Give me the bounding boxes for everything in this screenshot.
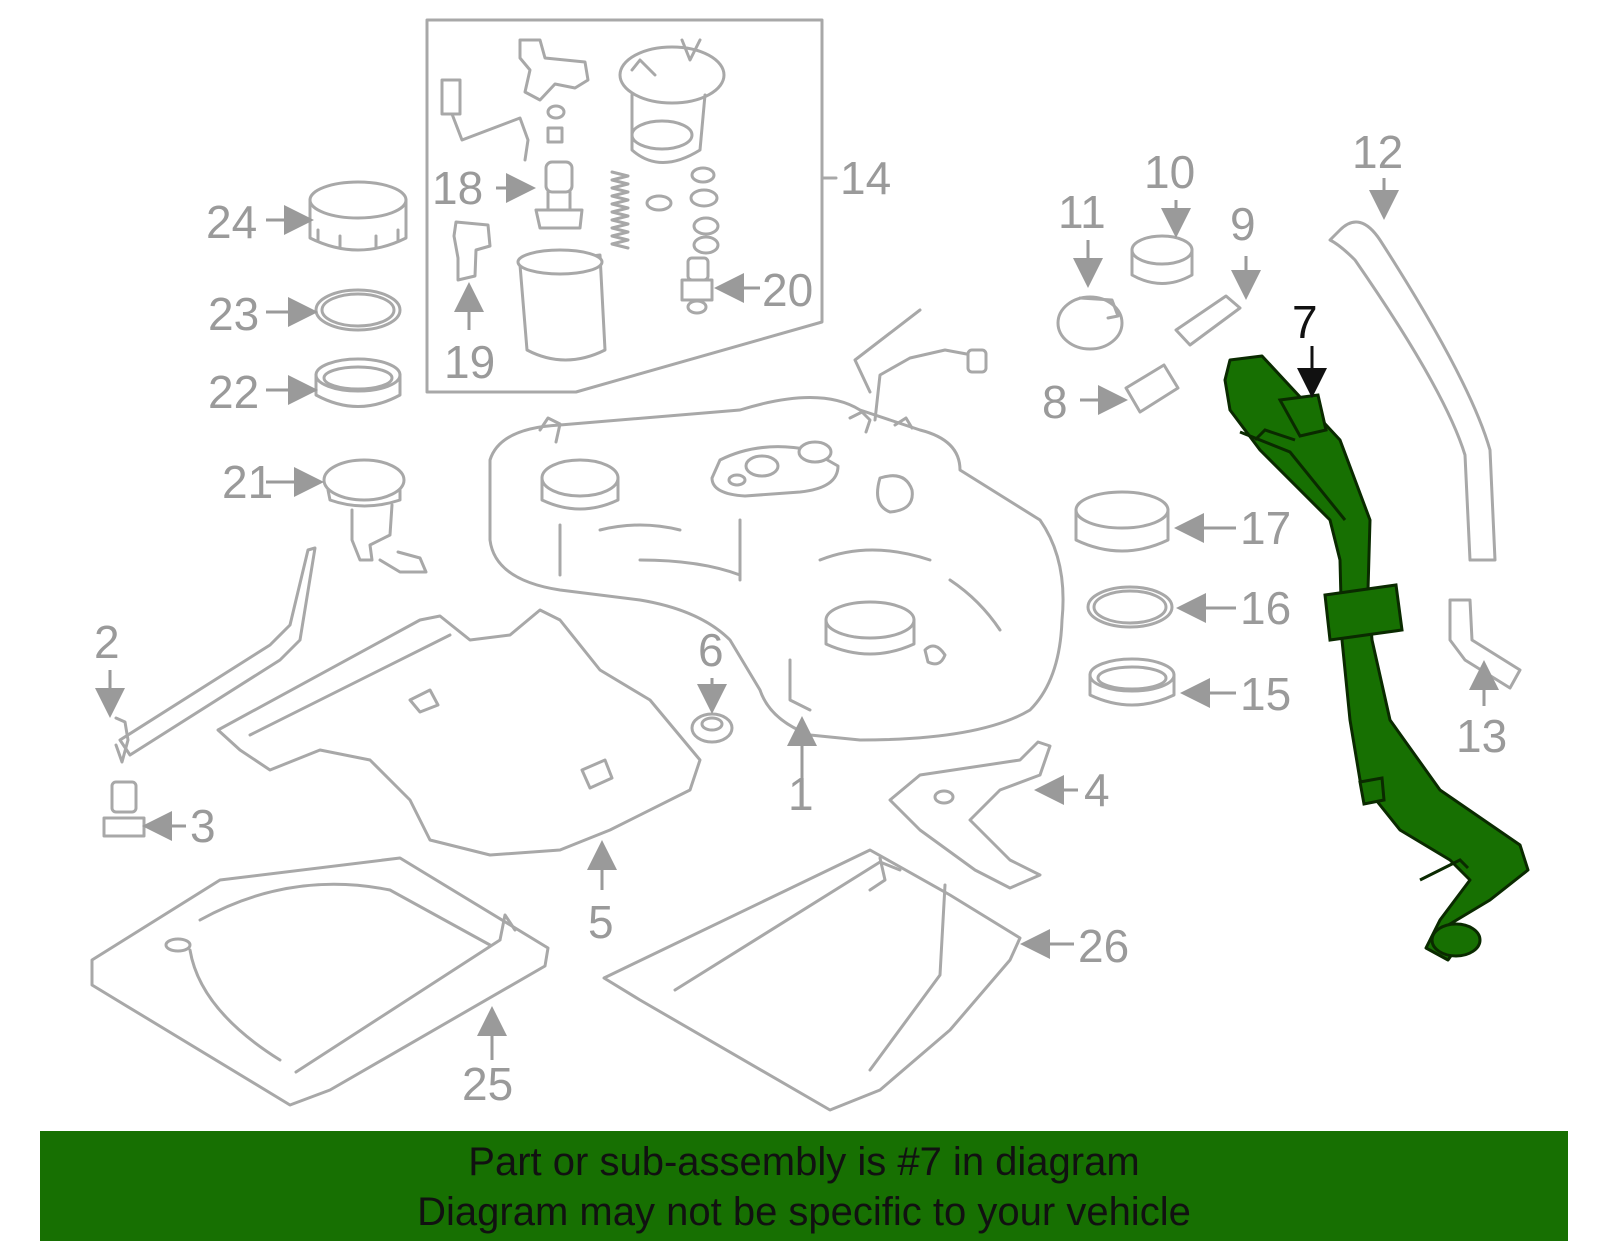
gasket-23 xyxy=(314,288,402,332)
grommet-6 xyxy=(690,712,734,744)
callout-18: 18 xyxy=(432,162,483,214)
skid-plate-26 xyxy=(602,848,1022,1112)
fuel-pump-18 xyxy=(534,160,584,230)
regulator-20 xyxy=(680,256,714,315)
callout-6: 6 xyxy=(698,624,724,676)
lock-ring-24 xyxy=(308,180,408,252)
seal-15 xyxy=(1088,657,1176,707)
callout-23: 23 xyxy=(208,288,259,340)
callout-2: 2 xyxy=(94,616,120,668)
callout-25: 25 xyxy=(462,1058,513,1110)
leader-arrows xyxy=(95,173,1499,1060)
callout-12: 12 xyxy=(1352,126,1403,178)
callout-26: 26 xyxy=(1078,920,1129,972)
clip-19 xyxy=(452,220,492,282)
sender-21 xyxy=(322,458,428,574)
bolt-3 xyxy=(102,780,146,838)
hose-12 xyxy=(1328,220,1497,562)
callout-10: 10 xyxy=(1144,146,1195,198)
fuel-tank xyxy=(488,396,1065,742)
seal-22 xyxy=(314,357,402,408)
skid-plate-25 xyxy=(90,856,550,1107)
clamp-11 xyxy=(1056,295,1124,351)
harness xyxy=(440,78,530,162)
info-banner: Part or sub-assembly is #7 in diagram Di… xyxy=(40,1131,1568,1241)
pump-bracket xyxy=(518,38,590,102)
fuel-pump-assembly-box xyxy=(425,18,838,394)
small-orings xyxy=(546,104,720,255)
callout-15: 15 xyxy=(1240,668,1291,720)
callout-21: 21 xyxy=(222,456,273,508)
vent-tube xyxy=(853,308,988,422)
info-banner-line1: Part or sub-assembly is #7 in diagram xyxy=(468,1140,1140,1184)
callout-5: 5 xyxy=(588,896,614,948)
callout-14: 14 xyxy=(840,152,891,204)
callout-19: 19 xyxy=(444,336,495,388)
bracket-4 xyxy=(888,740,1052,890)
gasket-9 xyxy=(1174,294,1242,347)
callout-1: 1 xyxy=(788,768,814,820)
fuel-pump-module xyxy=(618,38,726,164)
callout-16: 16 xyxy=(1240,582,1291,634)
cap-10 xyxy=(1130,234,1194,285)
lock-ring-17 xyxy=(1074,490,1170,553)
label-8 xyxy=(1124,363,1180,414)
callout-8: 8 xyxy=(1042,376,1068,428)
callout-22: 22 xyxy=(208,366,259,418)
filler-neck-7 xyxy=(1223,354,1530,962)
callout-4: 4 xyxy=(1084,764,1110,816)
callout-20: 20 xyxy=(762,264,813,316)
gasket-16 xyxy=(1086,585,1174,629)
fuel-filter-cup xyxy=(516,248,607,362)
callout-11: 11 xyxy=(1058,186,1106,238)
callout-24: 24 xyxy=(206,196,257,248)
callout-7: 7 xyxy=(1292,296,1318,348)
hose-13 xyxy=(1448,598,1522,690)
callout-13: 13 xyxy=(1456,710,1507,762)
callout-17: 17 xyxy=(1240,502,1291,554)
tank-strap xyxy=(114,546,317,764)
callout-labels: 1 2 3 4 5 6 7 8 9 10 11 12 13 14 15 16 1… xyxy=(94,126,1507,1110)
spring xyxy=(610,170,630,250)
info-banner-line2: Diagram may not be specific to your vehi… xyxy=(417,1190,1191,1234)
callout-3: 3 xyxy=(190,800,216,852)
callout-9: 9 xyxy=(1230,198,1256,250)
heat-shield xyxy=(216,608,702,857)
